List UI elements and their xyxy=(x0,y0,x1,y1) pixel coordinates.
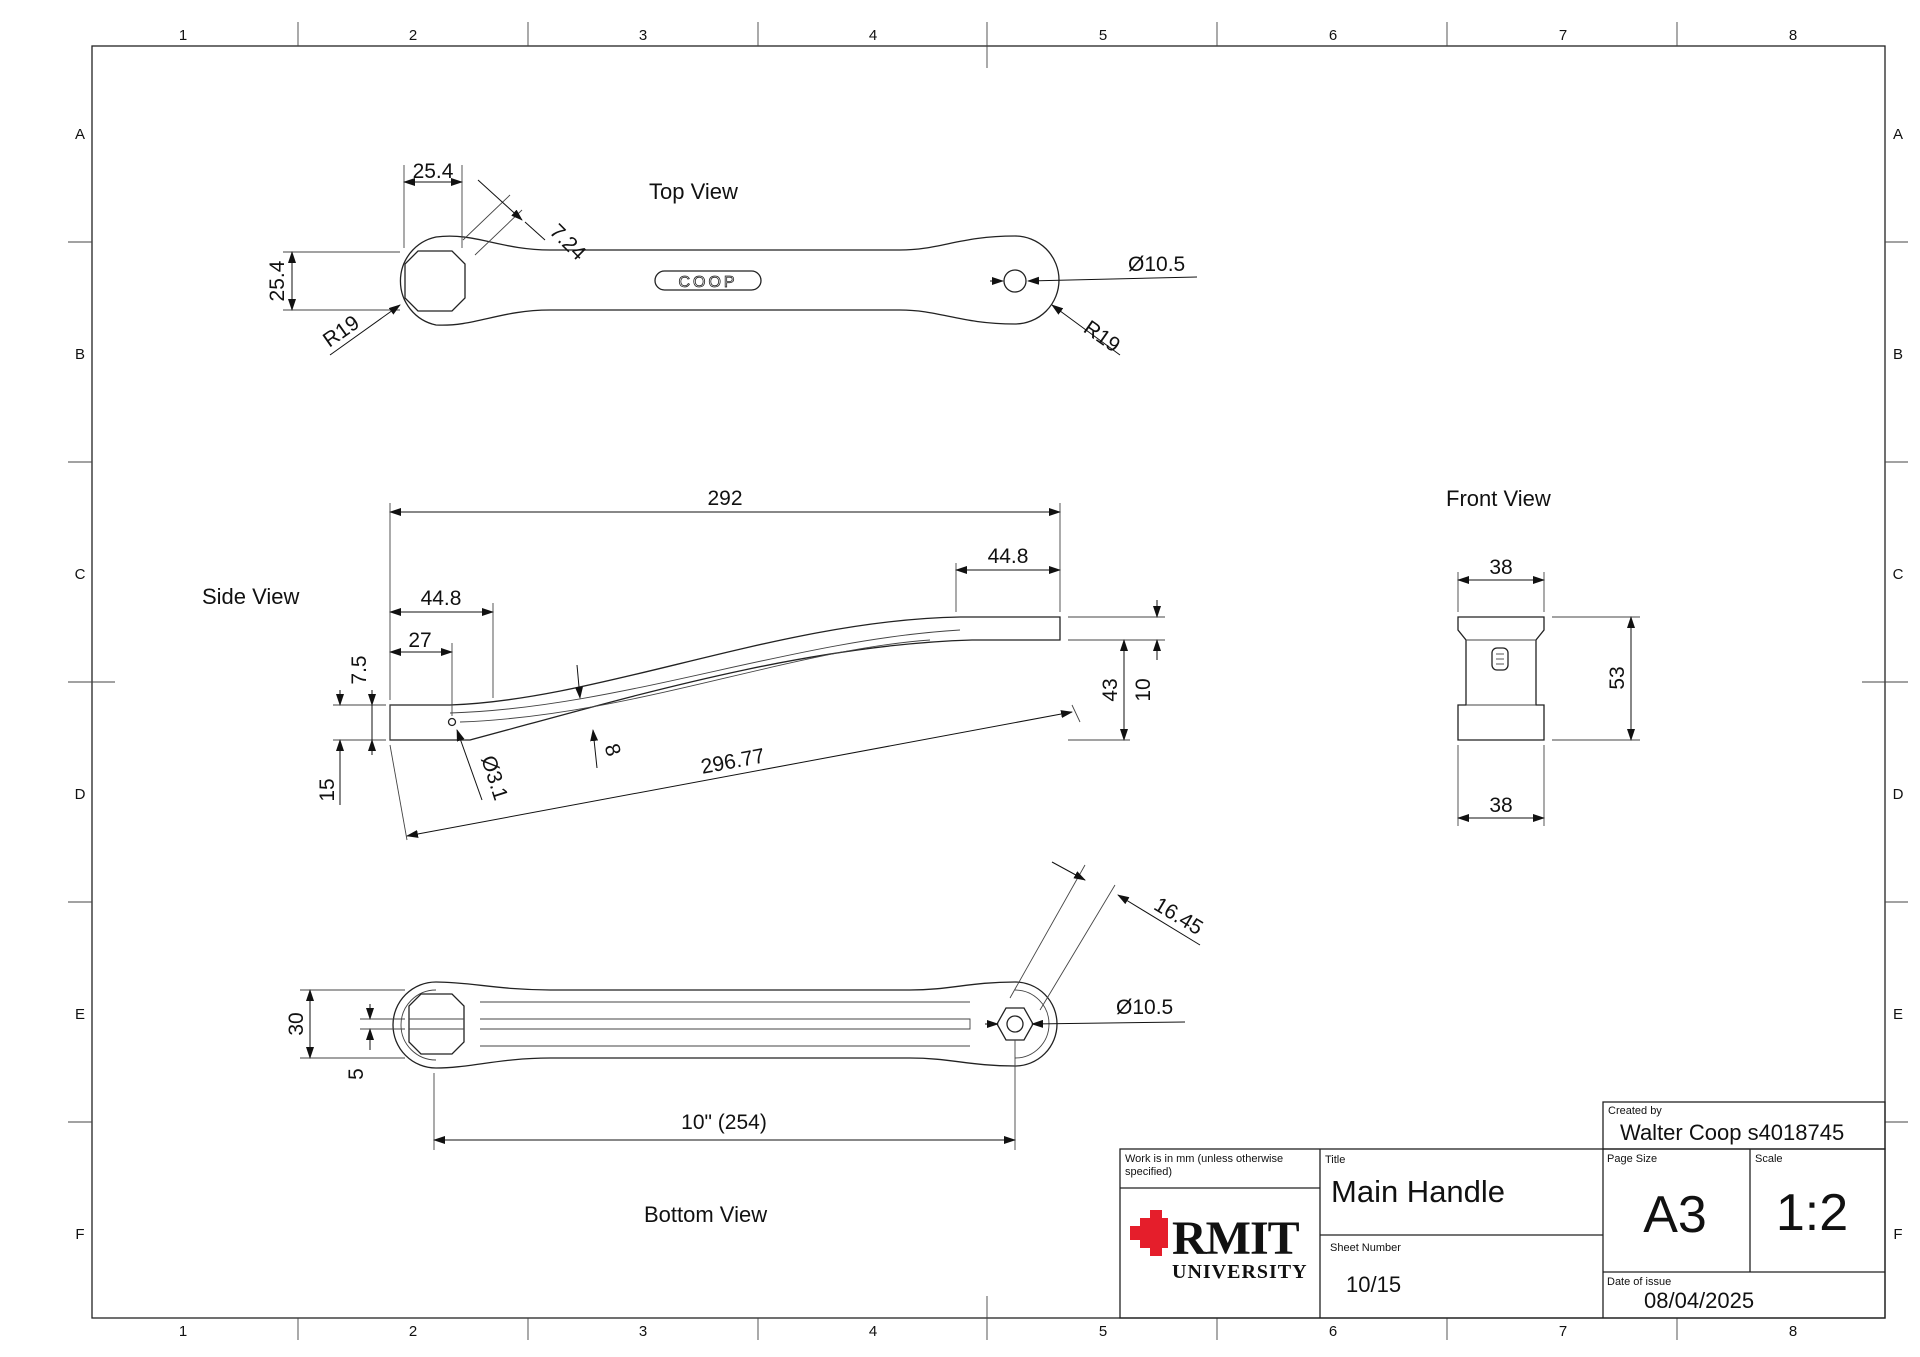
rmit-logo: RMIT UNIVERSITY xyxy=(1130,1210,1308,1283)
row-label-e-left: E xyxy=(75,1006,85,1023)
dim-top-width: 25.4 xyxy=(413,160,454,183)
page-size-value: A3 xyxy=(1643,1186,1707,1244)
rmit-pixel-mark xyxy=(1130,1210,1168,1256)
grid-labels: 1 2 3 4 5 6 7 8 1 2 3 4 5 6 7 8 A B C D … xyxy=(75,27,1904,1340)
col-label-3-bottom: 3 xyxy=(639,1323,647,1340)
dim-bottom-hole: Ø10.5 xyxy=(1116,996,1173,1019)
dim-bottom-slot: 5 xyxy=(345,1068,368,1080)
row-label-d-left: D xyxy=(75,786,86,803)
created-by-value: Walter Coop s4018745 xyxy=(1620,1120,1844,1145)
front-body-outline xyxy=(1457,616,1545,741)
rmit-logo-word: RMIT xyxy=(1172,1212,1300,1265)
row-label-b-right: B xyxy=(1893,346,1903,363)
handle-bottom-outline xyxy=(392,981,1058,1069)
dim-side-hole-pos: 27 xyxy=(408,629,431,652)
dim-bottom-boss: 16.45 xyxy=(1150,893,1207,940)
dim-top-hole: Ø10.5 xyxy=(1128,253,1185,276)
bottom-view: 30 5 16.45 Ø10.5 10" (254) xyxy=(285,861,1207,1150)
dim-side-overall: 292 xyxy=(707,487,742,510)
title-value: Main Handle xyxy=(1331,1174,1505,1209)
dim-top-radius-right: R19 xyxy=(1079,316,1124,357)
row-label-f-right: F xyxy=(1893,1226,1902,1243)
row-label-a-right: A xyxy=(1893,126,1903,143)
dim-bottom-length: 10" (254) xyxy=(681,1111,767,1134)
sheet-number-value: 10/15 xyxy=(1346,1272,1401,1297)
dim-side-step: 7.5 xyxy=(348,655,371,684)
sheet-frame xyxy=(68,22,1908,1340)
front-engraving-mark xyxy=(1491,647,1509,671)
col-label-6-bottom: 6 xyxy=(1329,1323,1337,1340)
col-label-5-top: 5 xyxy=(1099,27,1107,44)
top-view-label: Top View xyxy=(649,179,738,204)
sheet-number-label: Sheet Number xyxy=(1330,1242,1401,1254)
col-label-1-top: 1 xyxy=(179,27,187,44)
col-label-4-top: 4 xyxy=(869,27,877,44)
side-view: 292 44.8 44.8 27 7.5 15 Ø3.1 8 296.77 43 xyxy=(316,487,1165,841)
front-view-label: Front View xyxy=(1446,486,1551,511)
row-label-c-left: C xyxy=(75,566,86,583)
dim-side-rib: 8 xyxy=(599,741,624,759)
col-label-6-top: 6 xyxy=(1329,27,1337,44)
row-label-d-right: D xyxy=(1893,786,1904,803)
title-block: Created by Walter Coop s4018745 Work is … xyxy=(1119,1101,1886,1319)
row-label-b-left: B xyxy=(75,346,85,363)
bottom-pivot-hole xyxy=(1006,1015,1024,1033)
col-label-2-top: 2 xyxy=(409,27,417,44)
col-label-8-top: 8 xyxy=(1789,27,1797,44)
handle-side-rib xyxy=(449,629,961,714)
dim-side-thick: 15 xyxy=(316,778,339,801)
dim-front-top: 38 xyxy=(1489,556,1512,579)
col-label-1-bottom: 1 xyxy=(179,1323,187,1340)
octagon-socket xyxy=(404,250,466,312)
dim-side-hole: Ø3.1 xyxy=(476,753,512,803)
dim-front-bottom: 38 xyxy=(1489,794,1512,817)
side-pin-hole xyxy=(447,717,457,727)
units-note: Work is in mm (unless otherwise specifie… xyxy=(1125,1153,1284,1178)
created-by-label: Created by xyxy=(1608,1105,1662,1117)
bottom-view-label: Bottom View xyxy=(644,1202,767,1227)
row-label-c-right: C xyxy=(1893,566,1904,583)
col-label-5-bottom: 5 xyxy=(1099,1323,1107,1340)
front-view: 38 38 53 xyxy=(1457,556,1640,826)
date-value: 08/04/2025 xyxy=(1644,1288,1754,1313)
dim-front-height: 53 xyxy=(1606,666,1629,689)
title-label: Title xyxy=(1325,1154,1345,1166)
dim-side-end: 10 xyxy=(1132,678,1155,701)
dim-side-left-flat: 44.8 xyxy=(421,587,462,610)
row-label-e-right: E xyxy=(1893,1006,1903,1023)
dim-bottom-width: 30 xyxy=(285,1012,308,1035)
col-label-7-bottom: 7 xyxy=(1559,1323,1567,1340)
dim-side-diag: 296.77 xyxy=(699,744,766,778)
dim-top-height: 25.4 xyxy=(266,260,289,301)
date-label: Date of issue xyxy=(1607,1276,1671,1288)
row-label-a-left: A xyxy=(75,126,85,143)
scale-value: 1:2 xyxy=(1776,1184,1848,1242)
dim-side-rise: 43 xyxy=(1099,678,1122,701)
scale-label: Scale xyxy=(1755,1153,1783,1165)
engraving-plate xyxy=(654,270,762,291)
bottom-hex-nut xyxy=(996,1007,1034,1041)
col-label-4-bottom: 4 xyxy=(869,1323,877,1340)
col-label-2-bottom: 2 xyxy=(409,1323,417,1340)
side-view-label: Side View xyxy=(202,584,300,609)
engraving-text: COOP xyxy=(678,274,737,291)
page-size-label: Page Size xyxy=(1607,1153,1657,1165)
col-label-8-bottom: 8 xyxy=(1789,1323,1797,1340)
dim-top-flat: 7.24 xyxy=(545,220,590,265)
col-label-3-top: 3 xyxy=(639,27,647,44)
dim-top-radius-left: R19 xyxy=(319,311,364,352)
bottom-octagon-socket xyxy=(408,993,465,1055)
rmit-logo-sub: UNIVERSITY xyxy=(1172,1261,1308,1283)
pivot-hole xyxy=(1003,269,1027,293)
handle-top-outline xyxy=(399,235,1060,326)
dim-side-right-flat: 44.8 xyxy=(988,545,1029,568)
row-label-f-left: F xyxy=(75,1226,84,1243)
handle-side-outline xyxy=(389,616,1061,741)
col-label-7-top: 7 xyxy=(1559,27,1567,44)
